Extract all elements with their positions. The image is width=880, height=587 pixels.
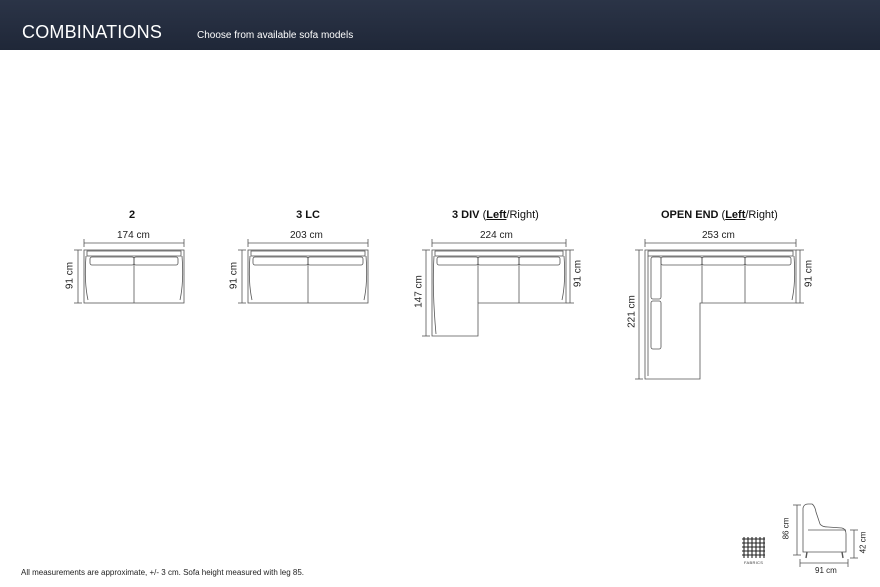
option-right-link[interactable]: /Right) <box>506 209 539 221</box>
model-label-2: 2 <box>122 209 142 221</box>
option-right-link[interactable]: /Right) <box>745 209 778 221</box>
profile-height-dim: 86 cm <box>781 517 791 540</box>
option-left-link[interactable]: Left <box>725 209 746 221</box>
profile-depth-dim: 91 cm <box>815 566 837 575</box>
model-label-3lc: 3 LC <box>288 209 328 221</box>
sofa-drawing-3div <box>422 239 574 337</box>
sofa-drawing-3lc <box>238 239 369 304</box>
paren-open: ( <box>721 209 726 221</box>
footer-note: All measurements are approximate, +/- 3 … <box>21 568 305 577</box>
header-bar: COMBINATIONS Choose from available sofa … <box>0 0 880 50</box>
page-title: COMBINATIONS <box>22 22 163 42</box>
page-subtitle: Choose from available sofa models <box>197 30 354 41</box>
model-name: OPEN END <box>661 209 719 221</box>
fabrics-label: FABRICS <box>744 560 764 565</box>
option-left-link[interactable]: Left <box>486 209 507 221</box>
fabric-grid-icon <box>742 537 765 558</box>
model-name: 2 <box>128 209 136 221</box>
sofa-drawing-open-end <box>635 239 804 380</box>
model-label-open-end: OPEN END (Left/Right) <box>661 209 778 221</box>
profile-seat-height-dim: 42 cm <box>858 531 868 554</box>
width-dim-3lc: 203 cm <box>290 230 323 241</box>
width-dim-2: 174 cm <box>117 230 150 241</box>
model-label-3div: 3 DIV (Left/Right) <box>452 209 539 221</box>
sofa-drawing-2 <box>74 239 185 304</box>
width-dim-open-end: 253 cm <box>702 230 735 241</box>
model-name: 3 DIV <box>452 209 480 221</box>
width-dim-3div: 224 cm <box>480 230 513 241</box>
paren-open: ( <box>482 209 487 221</box>
model-name: 3 LC <box>296 209 320 221</box>
sofa-side-profile <box>793 503 858 567</box>
